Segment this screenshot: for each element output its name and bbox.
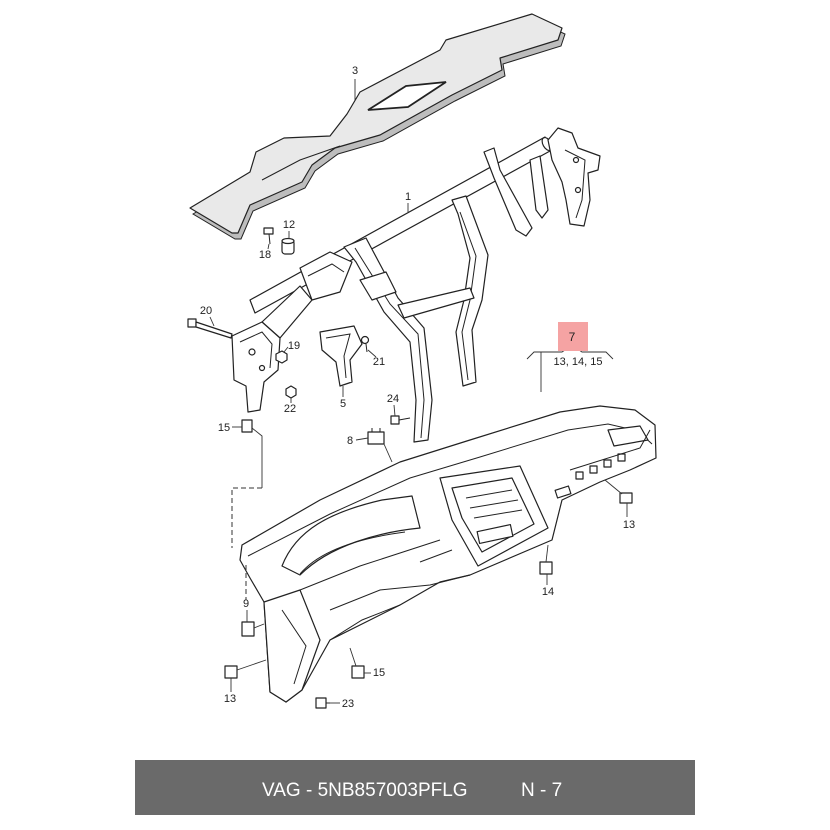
callout-1: 1 (405, 191, 411, 203)
callout-15-bottom: 15 (373, 667, 385, 679)
leader-18 (267, 243, 270, 250)
switch-block (575, 471, 584, 480)
strut-foot (359, 271, 397, 301)
callout-20: 20 (200, 305, 212, 317)
left-end-detail (281, 609, 307, 685)
leader-21 (367, 349, 377, 358)
part-13-clip-left (224, 665, 238, 679)
part-9-link (253, 623, 265, 629)
radio-slot (476, 523, 514, 545)
under-dash-line (329, 604, 401, 641)
part-8-link (383, 443, 393, 463)
footer-bar (135, 760, 695, 815)
callout-13-right: 13 (623, 519, 635, 531)
center-column-detail (459, 211, 477, 381)
callout-14: 14 (542, 586, 554, 598)
leader-24 (393, 404, 396, 417)
callout-21: 21 (373, 356, 385, 368)
part-24-screw-head (390, 415, 400, 425)
left-mount-detail (239, 331, 273, 369)
right-end-bracket-detail (564, 149, 586, 219)
part-5-bracket (319, 325, 363, 387)
part-9-clip (241, 621, 255, 637)
part-1-cross-member (231, 127, 601, 443)
under-dash-line (329, 574, 471, 611)
part-8-clip (367, 431, 385, 445)
horizontal-brace (397, 287, 475, 319)
part-19-nut (275, 350, 288, 364)
vent-slat (465, 489, 513, 499)
part-18-bolt-shaft (268, 233, 271, 245)
part-12-nut-top (281, 237, 295, 245)
part-15-clip-bottom (351, 665, 365, 679)
vent-slat (469, 499, 519, 509)
panel-seam (261, 145, 341, 181)
under-dash-line (419, 549, 453, 563)
callout-13-left: 13 (224, 693, 236, 705)
steering-support-plate (299, 251, 353, 301)
callout-19: 19 (288, 340, 300, 352)
mount-hole (248, 348, 256, 356)
part-15-bottom-link (349, 647, 357, 667)
part-5-bracket-detail (325, 333, 351, 379)
highlight-part-7 (558, 322, 588, 351)
instrument-hood (281, 495, 421, 576)
leader-20 (209, 316, 215, 327)
switch-block (603, 459, 612, 468)
part-13-right-link (604, 479, 623, 495)
callout-23: 23 (342, 698, 354, 710)
callout-12: 12 (283, 219, 295, 231)
support-plate-detail (307, 263, 345, 277)
instrument-opening (299, 531, 406, 575)
callout-8: 8 (347, 435, 353, 447)
callout-22: 22 (284, 403, 296, 415)
part-21-screw-head (360, 335, 370, 345)
callout-24: 24 (387, 393, 399, 405)
callout-5: 5 (340, 398, 346, 410)
glovebox-latch (554, 485, 572, 499)
diagonal-strut (483, 147, 533, 237)
part-21-screw-shaft (365, 343, 368, 353)
panel-window (367, 81, 447, 111)
switch-block (589, 465, 598, 474)
right-face-edge (569, 429, 651, 471)
callout-15-left: 15 (218, 422, 230, 434)
panel-outline (189, 13, 563, 234)
callout-3: 3 (352, 65, 358, 77)
part-13-clip-right (619, 492, 633, 504)
part-14-link (545, 544, 549, 563)
part-20-bolt-shaft (195, 321, 233, 339)
leader-19 (283, 346, 289, 353)
left-mount-bracket (231, 321, 281, 413)
under-dash-line (299, 539, 441, 591)
callout-9: 9 (243, 598, 249, 610)
part-23-screw-head (315, 697, 327, 709)
part-15-link (251, 427, 263, 488)
mount-hole (258, 364, 266, 372)
part-15-clip-left (241, 419, 253, 433)
callout-7: 7 (569, 330, 576, 344)
leader-8 (355, 437, 369, 441)
dashboard-panel (239, 405, 657, 703)
part-18-bolt-head (263, 227, 274, 235)
callout-18: 18 (259, 249, 271, 261)
footer-page: N - 7 (521, 780, 562, 801)
part-20-bolt-head (187, 318, 197, 328)
bracket-hole (572, 156, 580, 164)
footer-part-number: VAG - 5NB857003PFLG (262, 780, 468, 801)
part-13-left-link (236, 659, 267, 671)
bracket-hole (574, 186, 582, 194)
right-end-bracket (547, 127, 601, 227)
right-end-vent (607, 425, 649, 447)
part-22-nut (285, 385, 297, 399)
part-3-panel (189, 13, 566, 240)
part-24-screw-shaft (398, 417, 411, 421)
small-strut (529, 155, 549, 219)
vent-slat (473, 509, 523, 519)
callout-7-group: 13, 14, 15 (554, 356, 603, 368)
routing-dashed-line (231, 487, 262, 548)
part-14-clip (539, 561, 553, 575)
